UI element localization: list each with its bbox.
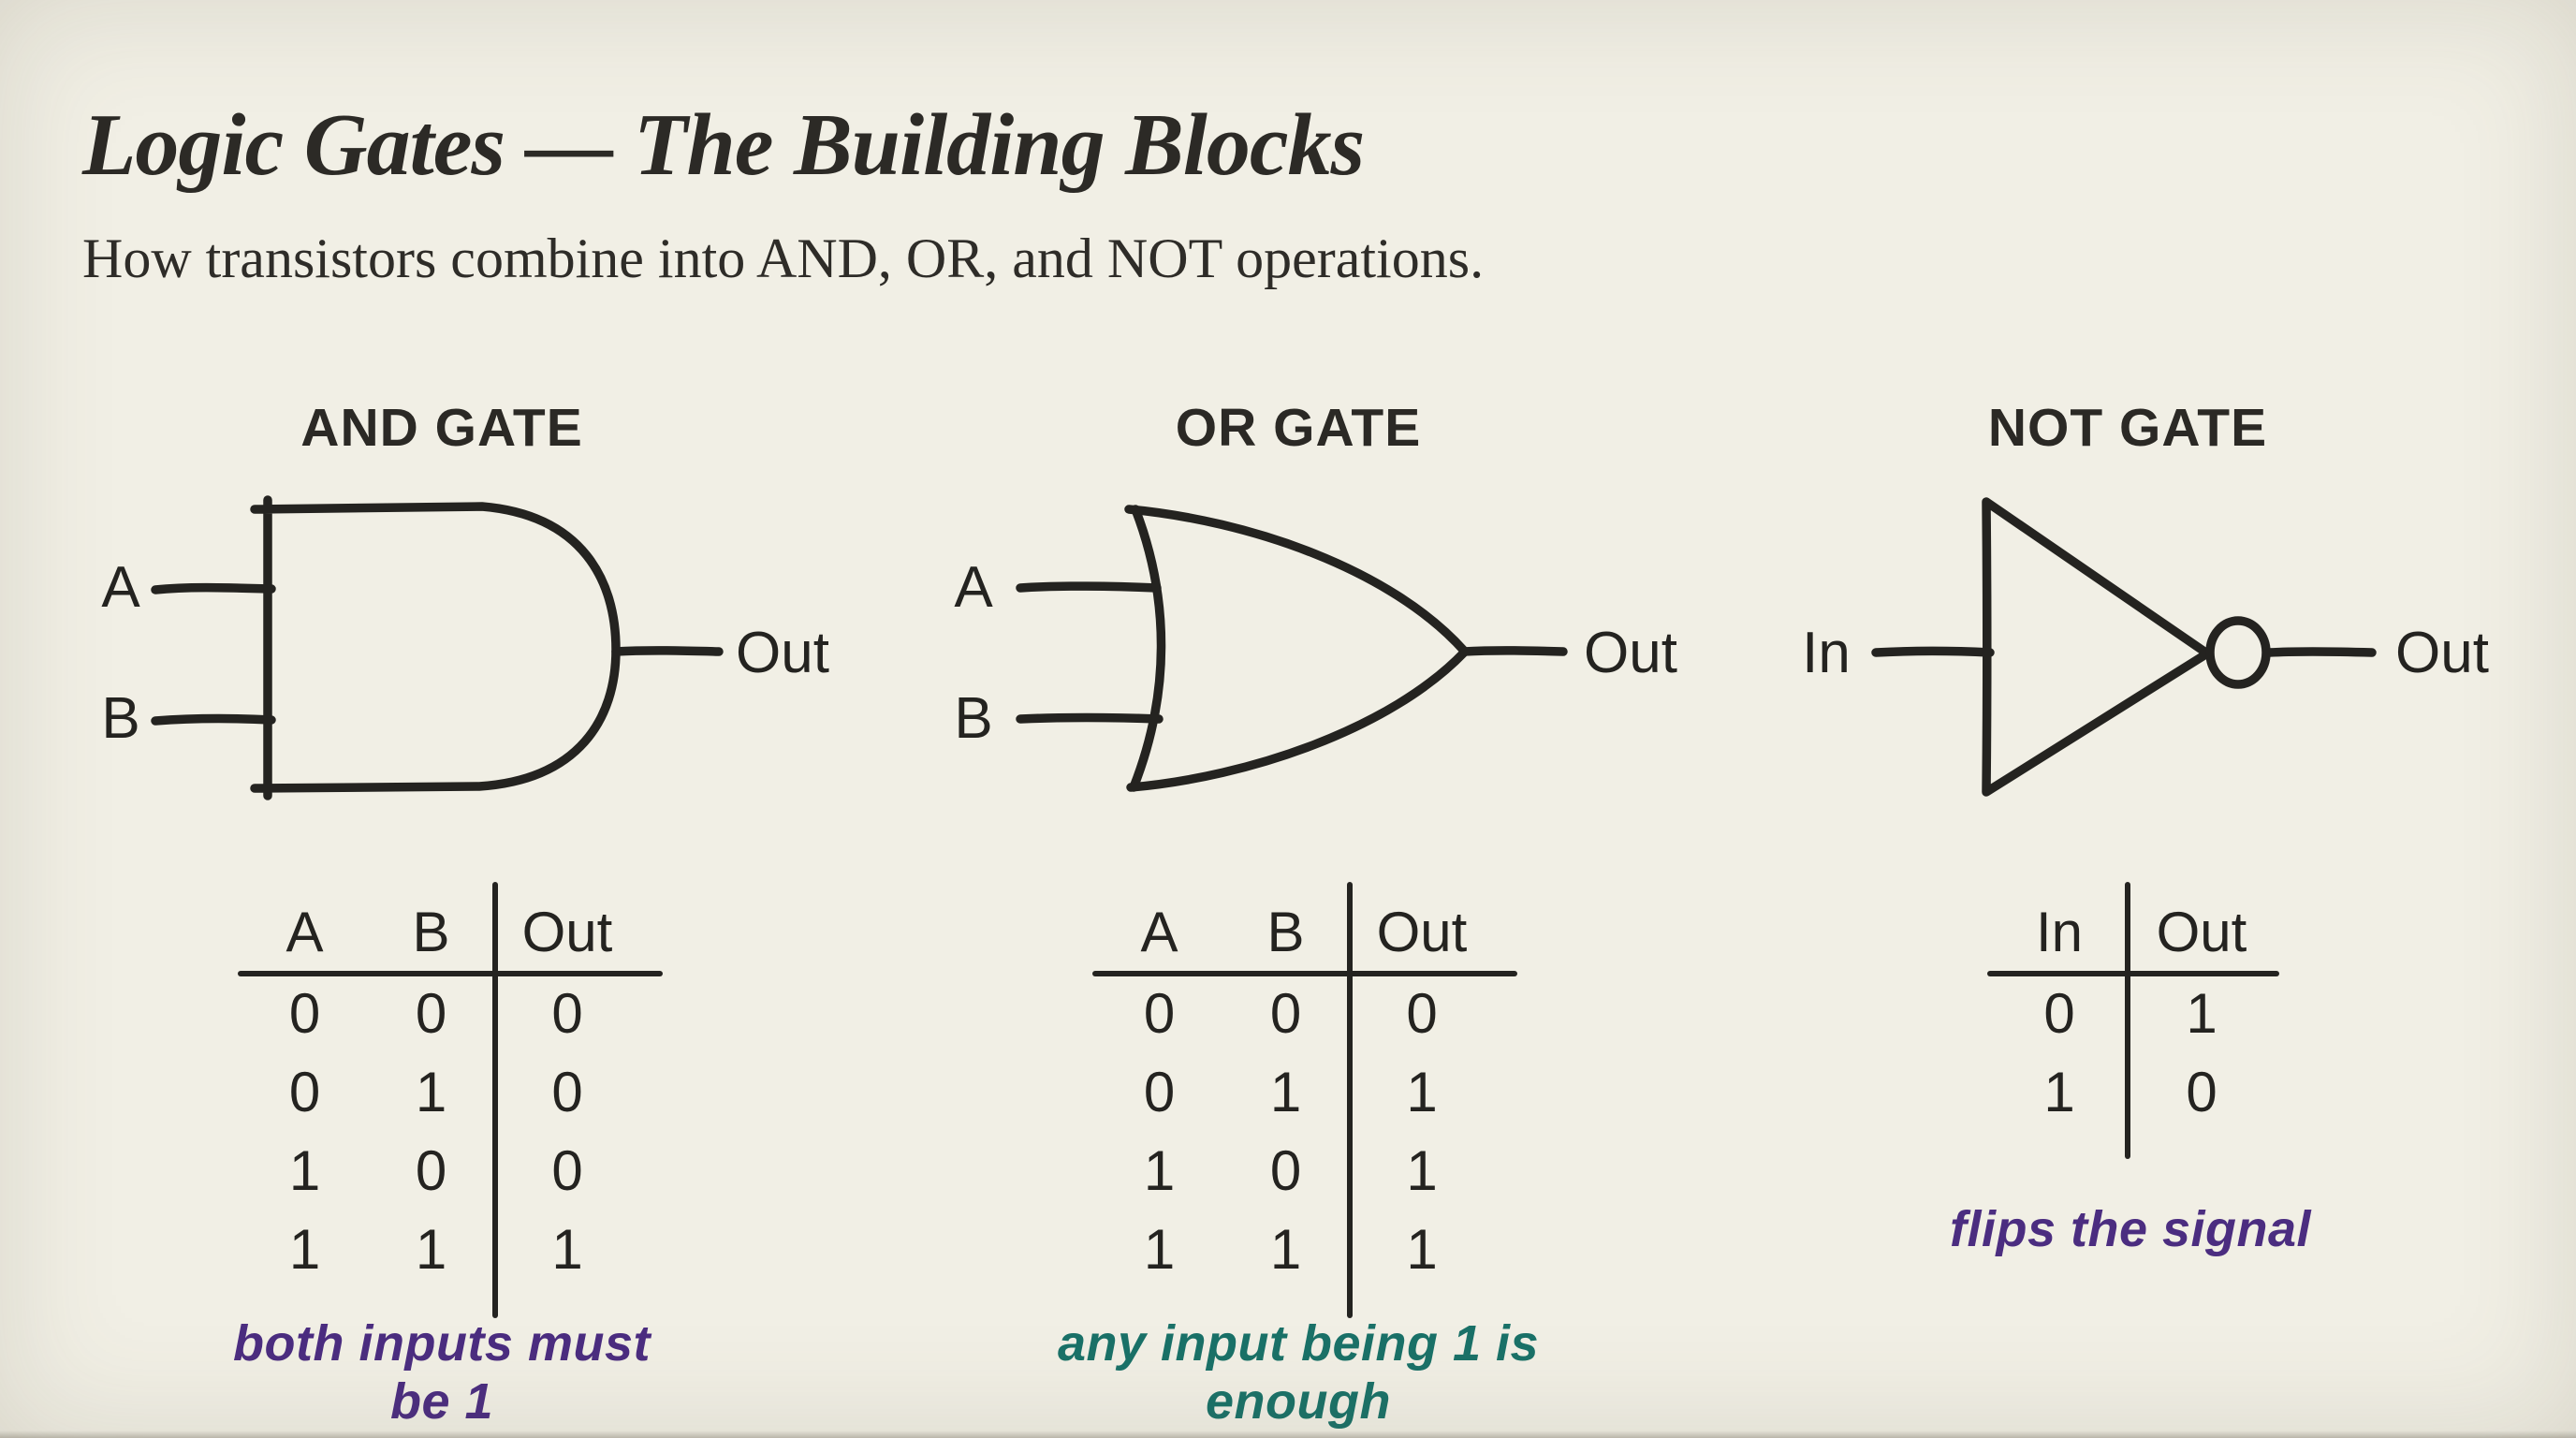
not-truth-table: In Out 0 1 1 0 [1987, 882, 2279, 1159]
and-input-b-label: B [101, 686, 139, 751]
and-table-header-out: Out [521, 900, 613, 963]
and-gate-body [250, 495, 621, 800]
and-output-label: Out [736, 621, 829, 685]
not-gate-input-line [1871, 646, 1995, 657]
not-output-label: Out [2395, 621, 2489, 685]
not-gate-note: flips the signal [1949, 1201, 2312, 1257]
or-input-b-label: B [954, 686, 992, 751]
bottom-edge-shadow [0, 1431, 2576, 1438]
or-output-label: Out [1584, 621, 1677, 685]
or-table-header-out: Out [1376, 900, 1468, 963]
or-table-header-a: A [1140, 900, 1178, 963]
or-gate-note: any input being 1 is enough [1057, 1315, 1540, 1430]
and-input-a-label: A [101, 555, 140, 620]
table-cell: 1 [288, 1217, 321, 1281]
or-gate-output-line [1459, 646, 1568, 656]
table-cell: 1 [288, 1138, 321, 1202]
table-cell: 1 [1269, 1060, 1302, 1123]
table-cell: 0 [2043, 981, 2075, 1045]
table-cell: 0 [415, 981, 447, 1045]
and-gate-symbol-icon: A B Out [101, 495, 829, 800]
and-table-vertical-rule [492, 882, 498, 1318]
and-table-row: 1 1 1 [242, 1210, 659, 1288]
table-cell: 1 [551, 1217, 583, 1281]
not-gate-symbol-icon: In Out [1802, 497, 2489, 797]
table-cell: 0 [1269, 981, 1302, 1045]
not-gate-title: NOT GATE [1987, 398, 2268, 458]
page-subtitle: How transistors combine into AND, OR, an… [82, 227, 1485, 289]
or-table-header-b: B [1266, 900, 1305, 963]
and-gate-output-line [611, 646, 724, 656]
or-table-row: 0 0 0 [1096, 974, 1514, 1052]
table-cell: 1 [1143, 1217, 1176, 1281]
and-table-row: 1 0 0 [242, 1131, 659, 1210]
not-table-row: 1 0 [1991, 1052, 2276, 1131]
and-table-row: 0 0 0 [242, 974, 659, 1052]
or-gate-top-curve [1124, 505, 1469, 655]
or-table-row: 1 0 1 [1096, 1131, 1514, 1210]
page-title: Logic Gates — The Building Blocks [82, 95, 1365, 194]
not-table-header-row: In Out [1991, 889, 2276, 974]
table-cell: 0 [288, 981, 321, 1045]
table-cell: 1 [2043, 1060, 2075, 1123]
table-cell: 1 [1269, 1217, 1302, 1281]
or-table-header-rule [1092, 971, 1517, 976]
or-gate-input-a-line [1016, 581, 1162, 593]
or-table-header-row: A B Out [1096, 889, 1514, 974]
and-truth-table: A B Out 0 0 0 0 1 0 1 0 0 1 1 1 [238, 882, 663, 1318]
and-table-header-rule [238, 971, 663, 976]
not-input-label: In [1802, 621, 1851, 685]
table-cell: 0 [551, 981, 583, 1045]
table-cell: 1 [1406, 1060, 1438, 1123]
and-table-header-row: A B Out [242, 889, 659, 974]
not-table-header-in: In [2035, 900, 2084, 963]
or-input-a-label: A [954, 555, 993, 620]
or-table-row: 1 1 1 [1096, 1210, 1514, 1288]
and-table-header-a: A [285, 900, 324, 963]
and-gate-title: AND GATE [300, 398, 583, 458]
not-table-header-out: Out [2156, 900, 2247, 963]
table-cell: 1 [415, 1060, 447, 1123]
or-gate-bottom-curve [1126, 648, 1469, 792]
not-gate-output-line [2264, 647, 2377, 657]
not-table-header-rule [1987, 971, 2279, 976]
or-gate-symbol-icon: A B Out [954, 505, 1677, 792]
table-cell: 1 [1406, 1138, 1438, 1202]
and-table-header-b: B [412, 900, 450, 963]
table-cell: 1 [415, 1217, 447, 1281]
and-table-row: 0 1 0 [242, 1052, 659, 1131]
table-cell: 0 [288, 1060, 321, 1123]
and-gate-note: both inputs must be 1 [233, 1315, 651, 1430]
or-table-vertical-rule [1347, 882, 1353, 1318]
or-gate-back-curve [1129, 505, 1166, 792]
table-cell: 0 [1406, 981, 1438, 1045]
or-gate-title: OR GATE [1175, 398, 1422, 458]
or-truth-table: A B Out 0 0 0 0 1 1 1 0 1 1 1 1 [1092, 882, 1517, 1318]
or-table-row: 0 1 1 [1096, 1052, 1514, 1131]
table-cell: 0 [415, 1138, 447, 1202]
and-gate-input-b-line [151, 713, 276, 726]
table-cell: 1 [2186, 981, 2217, 1045]
or-gate-input-b-line [1016, 712, 1164, 724]
not-gate-triangle [1982, 497, 2212, 797]
table-cell: 0 [551, 1138, 583, 1202]
table-cell: 0 [2186, 1060, 2217, 1123]
table-cell: 0 [1143, 981, 1176, 1045]
table-cell: 1 [1143, 1138, 1176, 1202]
table-cell: 0 [1269, 1138, 1302, 1202]
not-table-row: 0 1 [1991, 974, 2276, 1052]
table-cell: 0 [1143, 1060, 1176, 1123]
not-table-vertical-rule [2125, 882, 2130, 1159]
and-gate-input-a-line [151, 582, 276, 594]
table-cell: 1 [1406, 1217, 1438, 1281]
table-cell: 0 [551, 1060, 583, 1123]
not-gate-bubble [2205, 616, 2271, 689]
